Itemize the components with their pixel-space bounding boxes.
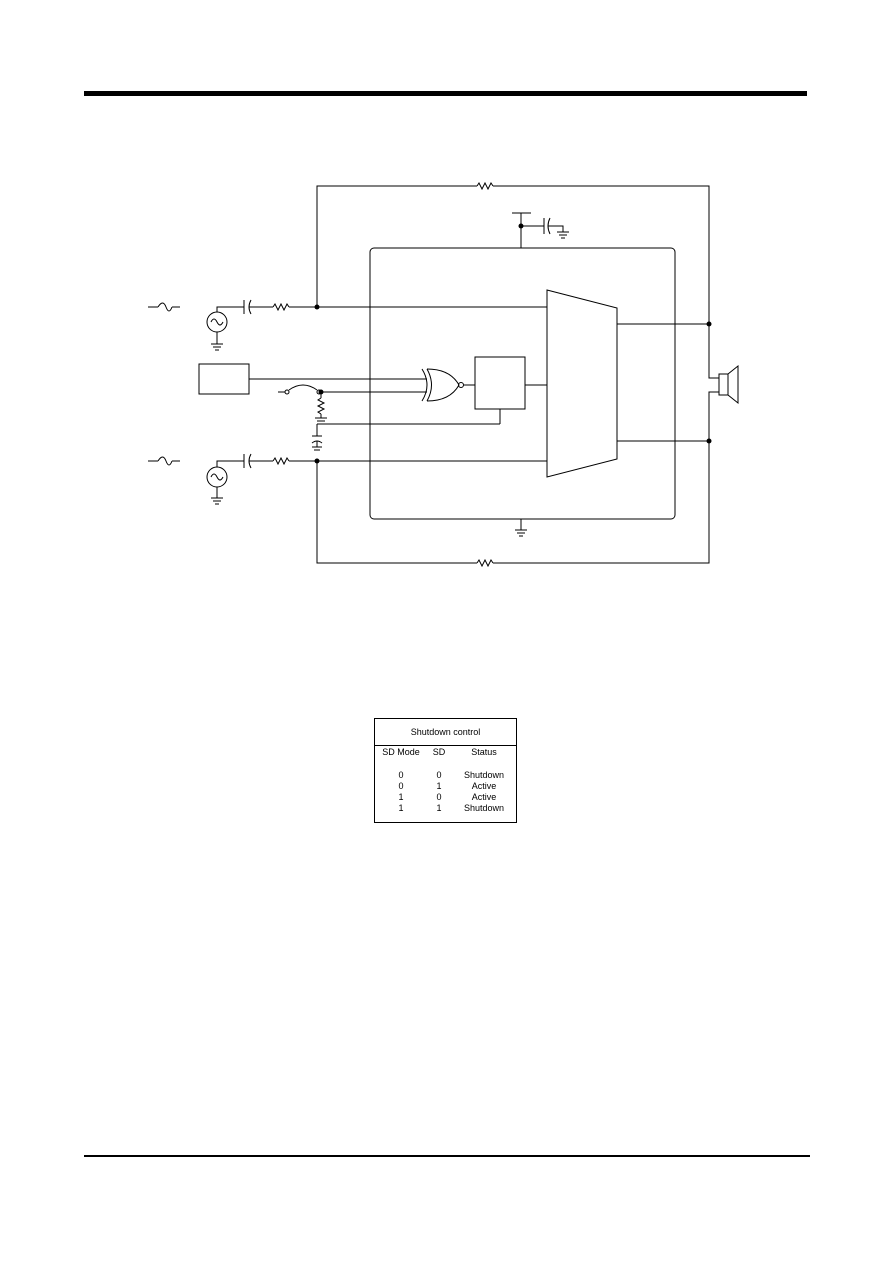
header-sd-mode: SD Mode <box>382 747 420 757</box>
logic-block <box>474 356 526 410</box>
ic-ground <box>515 519 527 537</box>
cell-sd: 0 <box>436 770 442 780</box>
table-row: 1 1 Shutdown <box>375 803 516 814</box>
speaker-icon <box>718 364 739 405</box>
supply-decoupling <box>512 212 569 248</box>
table-row: 0 1 Active <box>375 781 516 792</box>
top-feedback-path <box>316 181 710 324</box>
bypass-capacitor <box>311 409 501 451</box>
bottom-feedback-path <box>316 441 710 568</box>
cell-status: Shutdown <box>463 803 505 813</box>
cell-sd: 0 <box>436 792 442 802</box>
bottom-input-signal <box>148 453 547 505</box>
shutdown-switch <box>278 384 427 422</box>
xnor-gate <box>421 368 475 402</box>
table-row: 0 0 Shutdown <box>375 770 516 781</box>
cell-status: Active <box>471 792 497 802</box>
cell-sd: 1 <box>436 803 442 813</box>
header-status: Status <box>471 747 497 757</box>
footer-rule <box>84 1155 810 1157</box>
table-title: Shutdown control <box>410 727 481 737</box>
cell-sd: 1 <box>436 781 442 791</box>
header-sd: SD <box>432 747 446 757</box>
ic-package-outline <box>369 247 676 520</box>
table-header-divider <box>375 745 516 746</box>
control-block <box>198 363 250 395</box>
table-row: 1 0 Active <box>375 792 516 803</box>
table-header-row: SD Mode SD Status <box>375 747 516 758</box>
top-input-signal <box>148 299 547 351</box>
cell-status: Shutdown <box>463 770 505 780</box>
cell-sd-mode: 1 <box>398 803 404 813</box>
header-rule <box>84 91 807 96</box>
cell-status: Active <box>471 781 497 791</box>
shutdown-control-table: Shutdown control SD Mode SD Status 0 0 S… <box>374 718 517 823</box>
cell-sd-mode: 0 <box>398 781 404 791</box>
power-amplifier <box>546 289 618 478</box>
cell-sd-mode: 1 <box>398 792 404 802</box>
cell-sd-mode: 0 <box>398 770 404 780</box>
